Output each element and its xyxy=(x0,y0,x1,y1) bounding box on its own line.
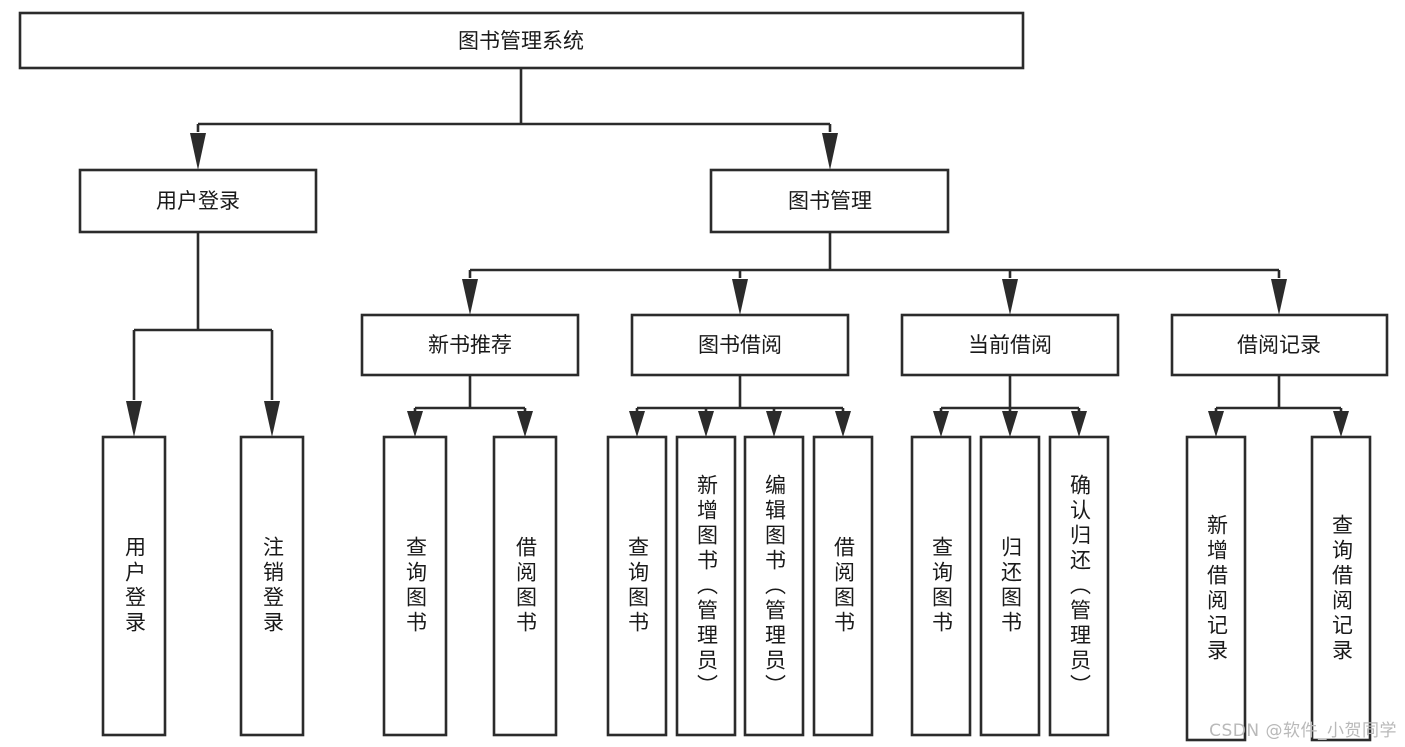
arrow-head-leaf-add-book xyxy=(698,411,714,437)
node-borrow-record[interactable] xyxy=(1170,313,1389,377)
arrow-head-leaf-borrow-book-1 xyxy=(517,411,533,437)
connector-group-borrow-record xyxy=(1208,375,1349,437)
connector-group-book-borrow xyxy=(629,375,851,437)
node-root-label: 图书管理系统 xyxy=(458,29,584,53)
connector-group-root xyxy=(190,68,838,170)
arrow-head-current-borrow xyxy=(1002,279,1018,315)
arrow-head-leaf-query-record xyxy=(1333,411,1349,437)
node-book-manage-label: 图书管理 xyxy=(788,189,872,213)
connector-group-user-login xyxy=(126,232,280,437)
connector-group-current-borrow xyxy=(933,375,1087,437)
node-book-borrow-label: 图书借阅 xyxy=(698,333,782,357)
arrow-head-leaf-query-book-2 xyxy=(629,411,645,437)
arrow-head-book-manage xyxy=(822,133,838,170)
leaf-box-query-book-1[interactable] xyxy=(382,435,448,737)
watermark-text: CSDN @软件_小贺同学 xyxy=(1209,721,1397,741)
arrow-head-leaf-logout xyxy=(264,401,280,437)
arrow-head-user-login xyxy=(190,133,206,170)
connector-group-new-book-rec xyxy=(407,375,533,437)
leaf-box-user-login[interactable] xyxy=(101,435,167,737)
arrow-head-leaf-borrow-book-2 xyxy=(835,411,851,437)
node-borrow-record-label: 借阅记录 xyxy=(1237,333,1321,357)
arrow-head-leaf-return-book xyxy=(1002,411,1018,437)
node-book-borrow[interactable] xyxy=(630,313,850,377)
leaf-box-borrow-book-2[interactable] xyxy=(812,435,874,737)
arrow-head-book-borrow xyxy=(732,279,748,315)
node-user-login-label: 用户登录 xyxy=(156,189,240,213)
arrow-head-new-book-rec xyxy=(462,279,478,315)
arrow-head-borrow-record xyxy=(1271,279,1287,315)
connector-group-book-manage xyxy=(462,232,1287,315)
node-new-book-recommend[interactable] xyxy=(360,313,580,377)
arrow-head-leaf-edit-book xyxy=(766,411,782,437)
node-book-manage[interactable] xyxy=(709,168,950,234)
node-current-borrow-label: 当前借阅 xyxy=(968,333,1052,357)
leaf-box-query-book-3[interactable] xyxy=(910,435,972,737)
arrow-head-leaf-user-login xyxy=(126,401,142,437)
arrow-head-leaf-confirm-return xyxy=(1071,411,1087,437)
arrow-head-leaf-add-record xyxy=(1208,411,1224,437)
leaf-box-add-record[interactable] xyxy=(1185,435,1247,742)
leaf-box-add-book[interactable] xyxy=(675,435,737,737)
leaf-box-return-book[interactable] xyxy=(979,435,1041,737)
leaf-box-logout[interactable] xyxy=(239,435,305,737)
arrow-head-leaf-query-book-1 xyxy=(407,411,423,437)
leaf-box-query-book-2[interactable] xyxy=(606,435,668,737)
leaf-box-query-record[interactable] xyxy=(1310,435,1372,742)
node-new-book-recommend-label: 新书推荐 xyxy=(428,333,512,357)
arrow-head-leaf-query-book-3 xyxy=(933,411,949,437)
node-root[interactable] xyxy=(18,11,1025,70)
leaf-box-edit-book[interactable] xyxy=(743,435,805,737)
leaf-box-confirm-return[interactable] xyxy=(1048,435,1110,737)
node-user-login[interactable] xyxy=(78,168,318,234)
node-current-borrow[interactable] xyxy=(900,313,1120,377)
leaf-box-borrow-book-1[interactable] xyxy=(492,435,558,737)
